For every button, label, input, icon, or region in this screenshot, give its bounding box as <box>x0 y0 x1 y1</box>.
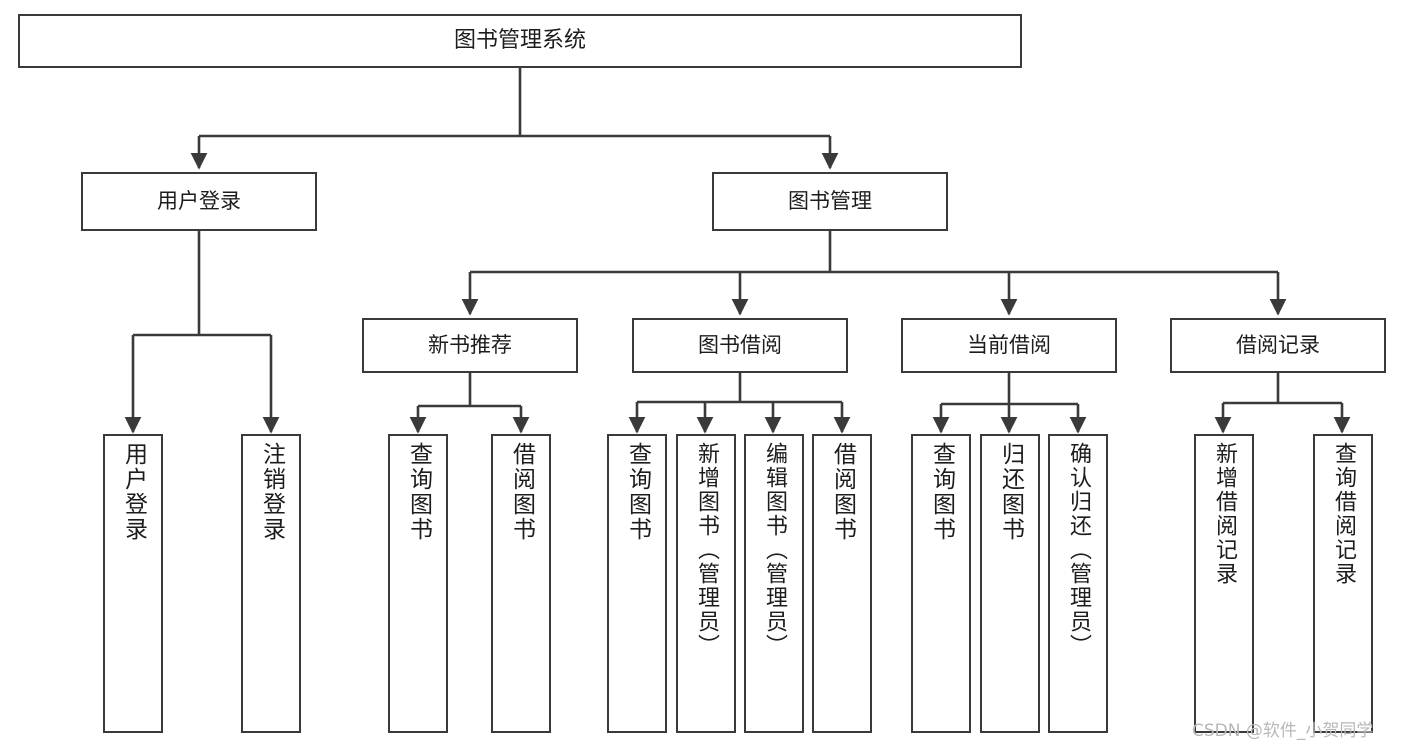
node-label: 用户登录 <box>157 189 241 214</box>
node-label: 图书管理 <box>788 189 872 214</box>
node-label: 新增图书（管理员） <box>694 442 719 658</box>
node-new-book-recommend[interactable]: 新书推荐 <box>362 318 578 373</box>
node-label: 查询图书 <box>928 442 955 542</box>
node-label: 图书管理系统 <box>453 28 586 54</box>
node-label: 编辑图书（管理员） <box>762 442 787 658</box>
leaf-current-query-book[interactable]: 查询图书 <box>911 434 971 733</box>
leaf-records-query-record[interactable]: 查询借阅记录 <box>1313 434 1373 733</box>
leaf-borrow-edit-book-admin[interactable]: 编辑图书（管理员） <box>744 434 804 733</box>
node-borrow-records[interactable]: 借阅记录 <box>1170 318 1386 373</box>
node-label: 借阅图书 <box>829 442 856 542</box>
leaf-borrow-query-book[interactable]: 查询图书 <box>607 434 667 733</box>
node-label: 当前借阅 <box>967 333 1051 358</box>
leaf-borrow-borrow-book[interactable]: 借阅图书 <box>812 434 872 733</box>
leaf-current-confirm-return-admin[interactable]: 确认归还（管理员） <box>1048 434 1108 733</box>
leaf-user-login-signout[interactable]: 注销登录 <box>241 434 301 733</box>
node-label: 新增借阅记录 <box>1212 442 1237 586</box>
node-root-system[interactable]: 图书管理系统 <box>18 14 1022 68</box>
node-label: 用户登录 <box>120 442 147 542</box>
node-user-login[interactable]: 用户登录 <box>81 172 317 231</box>
node-book-management[interactable]: 图书管理 <box>712 172 948 231</box>
node-book-borrow[interactable]: 图书借阅 <box>632 318 848 373</box>
node-label: 新书推荐 <box>428 333 512 358</box>
node-current-borrow[interactable]: 当前借阅 <box>901 318 1117 373</box>
node-label: 确认归还（管理员） <box>1066 442 1091 658</box>
leaf-user-login-signin[interactable]: 用户登录 <box>103 434 163 733</box>
leaf-borrow-add-book-admin[interactable]: 新增图书（管理员） <box>676 434 736 733</box>
node-label: 注销登录 <box>258 442 285 542</box>
node-label: 图书借阅 <box>698 333 782 358</box>
node-label: 借阅记录 <box>1236 333 1320 358</box>
leaf-records-add-record[interactable]: 新增借阅记录 <box>1194 434 1254 733</box>
node-label: 归还图书 <box>997 442 1024 542</box>
node-label: 借阅图书 <box>508 442 535 542</box>
leaf-current-return-book[interactable]: 归还图书 <box>980 434 1040 733</box>
node-label: 查询借阅记录 <box>1331 442 1356 586</box>
node-label: 查询图书 <box>405 442 432 542</box>
leaf-new-book-borrow[interactable]: 借阅图书 <box>491 434 551 733</box>
watermark-text: CSDN @软件_小贺同学 <box>1192 721 1374 741</box>
node-label: 查询图书 <box>624 442 651 542</box>
leaf-new-book-query[interactable]: 查询图书 <box>388 434 448 733</box>
